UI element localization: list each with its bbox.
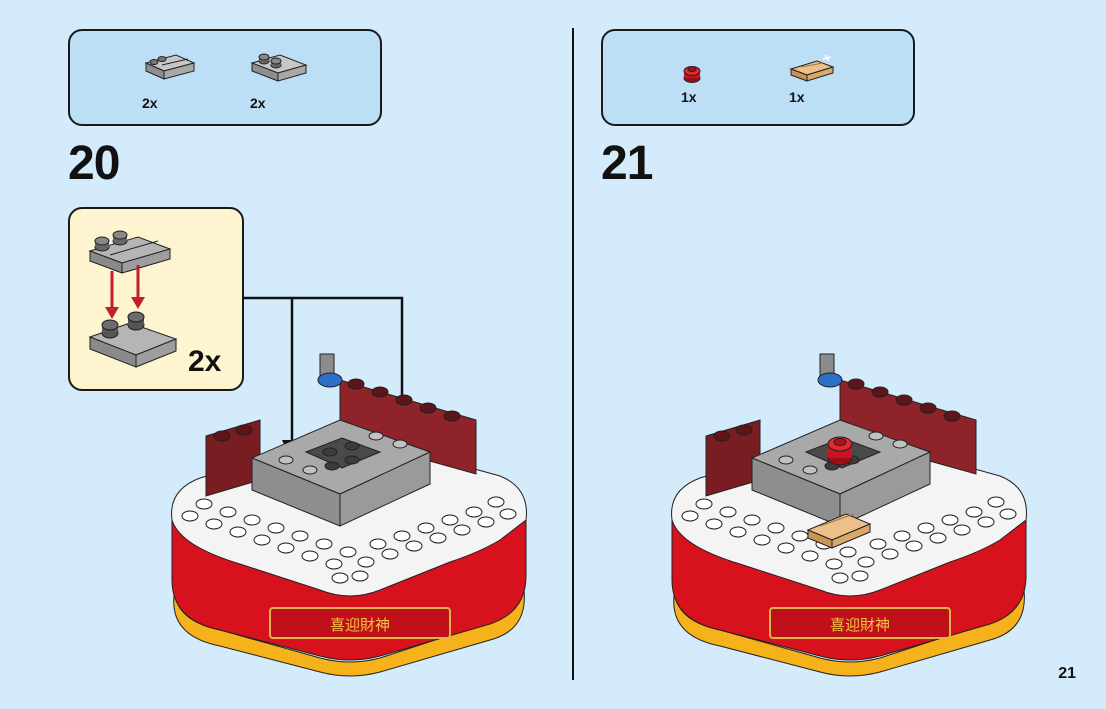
subassembly-diagram (88, 230, 178, 368)
gray-plate-with-rail-icon (144, 54, 196, 80)
step-20-part-2-qty: 2x (250, 95, 266, 111)
gray-plate-with-studs-icon (250, 53, 308, 82)
step-21-part-1-qty: 1x (681, 89, 697, 105)
step-divider (572, 28, 574, 680)
step-21-part-2-qty: 1x (789, 89, 805, 105)
step-20-model: 喜迎財神 (171, 353, 527, 677)
step-20-number: 20 (68, 137, 120, 190)
step-21-number: 21 (601, 137, 653, 190)
subassembly-callout-box: 2x (68, 207, 244, 391)
red-round-stud-icon (683, 66, 701, 83)
step-20-parts-box: 2x 2x (68, 29, 382, 126)
step-21-parts-box: 1x 1x (601, 29, 915, 126)
banner-text-21: 喜迎財神 (830, 616, 890, 634)
page-number: 21 (1058, 665, 1076, 682)
step-21-model: 喜迎財神 (671, 353, 1027, 677)
step-20-part-1-qty: 2x (142, 95, 158, 111)
gold-tile-icon (789, 54, 835, 82)
subassembly-qty: 2x (188, 345, 222, 378)
banner-text: 喜迎財神 (330, 616, 390, 634)
